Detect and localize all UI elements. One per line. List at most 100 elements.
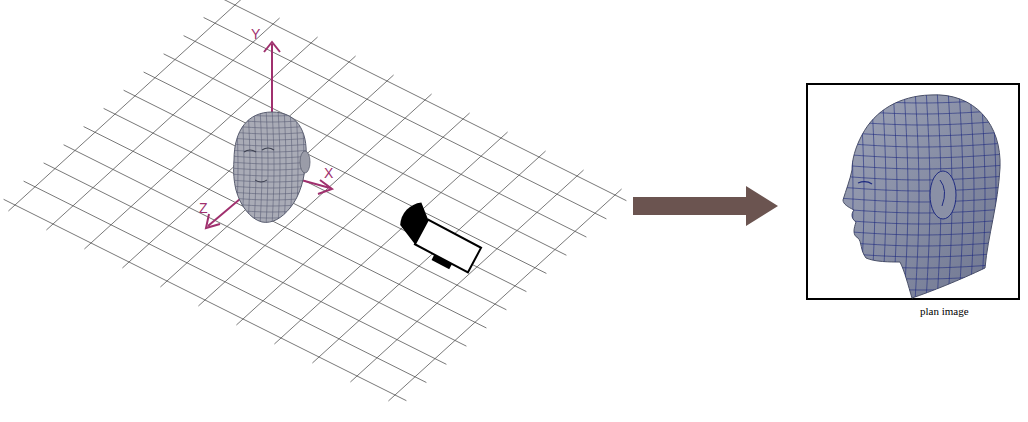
mesh-line	[992, 88, 996, 302]
mesh-line	[230, 168, 312, 170]
mesh-line	[236, 108, 238, 226]
mesh-line	[230, 138, 312, 140]
grid-line	[46, 18, 279, 230]
mesh-line	[849, 88, 853, 302]
mesh-line	[230, 108, 312, 110]
mesh-line	[230, 132, 312, 134]
mesh-line	[230, 126, 312, 128]
profile-head	[838, 88, 1007, 302]
mesh-line	[230, 120, 312, 122]
mesh-line	[838, 110, 1006, 114]
head-ear	[300, 151, 310, 173]
frame-caption: plan image	[920, 305, 969, 317]
grid-line	[84, 37, 317, 249]
mesh-line	[860, 88, 864, 302]
mesh-line	[904, 88, 908, 302]
mesh-line	[838, 231, 1006, 235]
mesh-line	[838, 286, 1006, 290]
mesh-line	[838, 88, 1006, 92]
mesh-line	[230, 144, 312, 146]
grid-line	[350, 170, 583, 382]
mesh-line	[838, 198, 1006, 202]
mesh-line	[838, 132, 1006, 136]
mesh-line	[915, 88, 919, 302]
mesh-line	[254, 108, 256, 226]
grid-line	[184, 36, 587, 237]
x-axis-head	[318, 180, 332, 194]
mesh-line	[838, 297, 1006, 301]
mesh-line	[838, 176, 1006, 180]
mesh-line	[230, 150, 312, 152]
mesh-line	[266, 108, 268, 226]
head-shape	[234, 112, 307, 222]
grid-line	[274, 132, 507, 344]
grid-line	[122, 56, 355, 268]
mesh-line	[230, 162, 312, 164]
camera-symbol	[391, 198, 487, 278]
y-axis	[271, 44, 273, 172]
grid-line	[224, 0, 627, 201]
mesh-line	[230, 192, 312, 194]
mesh-line	[230, 156, 312, 158]
mesh-line	[230, 210, 312, 212]
mesh-line	[838, 154, 1006, 158]
camera-lens	[393, 198, 433, 245]
grid-line	[160, 75, 393, 287]
mesh-line	[838, 121, 1006, 125]
mesh-line	[838, 143, 1006, 147]
mesh-line	[926, 88, 930, 302]
mesh-line	[959, 88, 963, 302]
z-axis-head	[206, 214, 220, 228]
grid-line	[144, 72, 547, 273]
mesh-line	[296, 108, 298, 226]
z-axis	[208, 172, 272, 226]
mesh-line	[937, 88, 941, 302]
grid-line	[4, 199, 407, 400]
mesh-line	[838, 275, 1006, 279]
grid-line	[104, 108, 507, 309]
image-frame: plan image	[806, 83, 1020, 300]
mesh-line	[838, 99, 1006, 103]
grid-line	[64, 145, 467, 346]
mesh-line	[838, 264, 1006, 268]
mesh-line	[284, 108, 286, 226]
grid-line	[204, 17, 607, 218]
x-axis	[272, 172, 330, 188]
mesh-line	[302, 108, 304, 226]
scene-head	[230, 108, 312, 226]
mesh-line	[838, 253, 1006, 257]
head-eyes	[244, 148, 274, 152]
grid-line	[388, 189, 621, 401]
mesh-line	[838, 187, 1006, 191]
mesh-line	[230, 180, 312, 182]
mesh-line	[230, 222, 312, 224]
axis-label: Z	[199, 200, 208, 216]
mesh-line	[838, 209, 1006, 213]
mesh-line	[230, 114, 312, 116]
axis-label: Y	[251, 26, 260, 42]
grid-line	[164, 54, 567, 255]
profile-shape	[843, 95, 1000, 298]
axis-label: X	[324, 165, 333, 181]
grid-line	[198, 94, 431, 306]
axis-arrows	[206, 42, 332, 228]
camera-body	[415, 220, 481, 273]
grid-line	[84, 127, 487, 328]
grid-line	[312, 151, 545, 363]
mesh-line	[272, 108, 274, 226]
grid-line	[236, 113, 469, 325]
mesh-line	[981, 88, 985, 302]
mesh-line	[838, 88, 842, 302]
head-mouth	[255, 180, 267, 182]
mesh-line	[278, 108, 280, 226]
mesh-line	[230, 198, 312, 200]
mesh-line	[248, 108, 250, 226]
transform-arrow	[633, 186, 778, 226]
profile-ear-inner	[940, 180, 945, 206]
mesh-line	[230, 216, 312, 218]
mesh-line	[230, 186, 312, 188]
y-axis-head	[264, 42, 280, 52]
ground-grid	[4, 0, 627, 401]
